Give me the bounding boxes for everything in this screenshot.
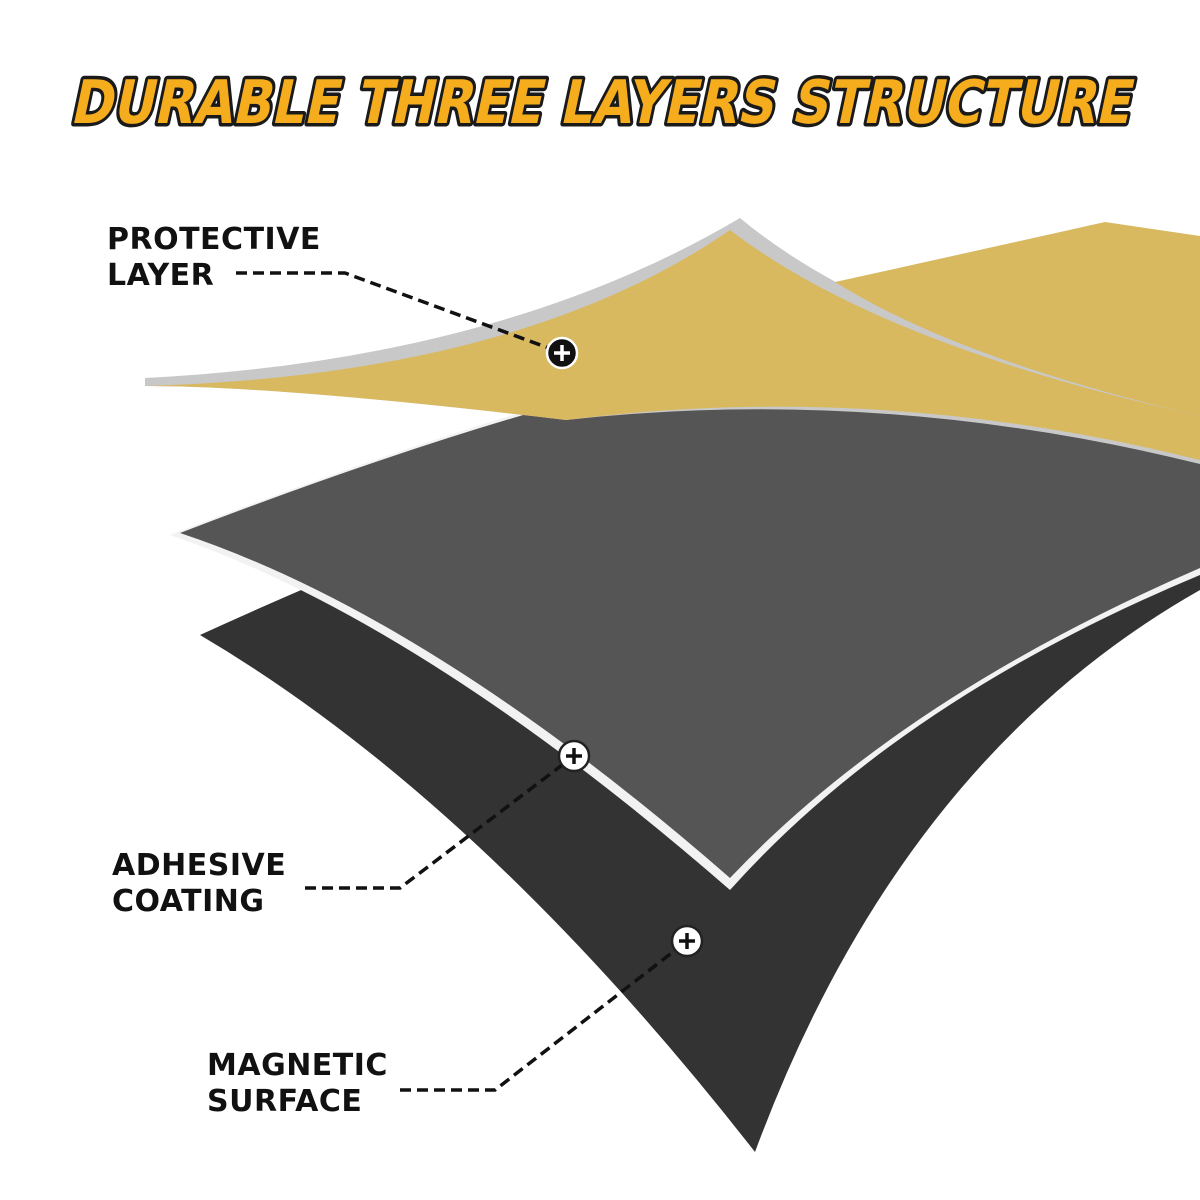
page-title: DURABLE THREE LAYERS STRUCTURE [66, 69, 1141, 138]
label-protective-layer: PROTECTIVE LAYER [107, 222, 321, 294]
label-magnetic-line2: SURFACE [207, 1084, 363, 1119]
label-protective-line2: LAYER [107, 258, 215, 293]
adhesive-coating-sheet [180, 346, 1200, 878]
label-adhesive-coating: ADHESIVE COATING [112, 848, 286, 920]
callout-line-protective [236, 271, 563, 355]
title-banner: DURABLE THREE LAYERS STRUCTURE [63, 65, 1145, 141]
protective-layer-sheet [145, 230, 1200, 460]
label-protective-line1: PROTECTIVE [107, 222, 321, 257]
plus-circle-icon[interactable] [670, 924, 704, 958]
label-adhesive-line2: COATING [112, 884, 265, 919]
label-adhesive-line1: ADHESIVE [112, 848, 287, 883]
label-magnetic-line1: MAGNETIC [207, 1048, 388, 1083]
label-magnetic-surface: MAGNETIC SURFACE [207, 1048, 388, 1120]
callout-line-adhesive [305, 754, 576, 890]
plus-circle-icon[interactable] [545, 336, 579, 370]
protective-layer-back-sheet [835, 222, 1200, 416]
plus-circle-icon[interactable] [557, 739, 591, 773]
callout-line-magnetic [400, 939, 689, 1092]
